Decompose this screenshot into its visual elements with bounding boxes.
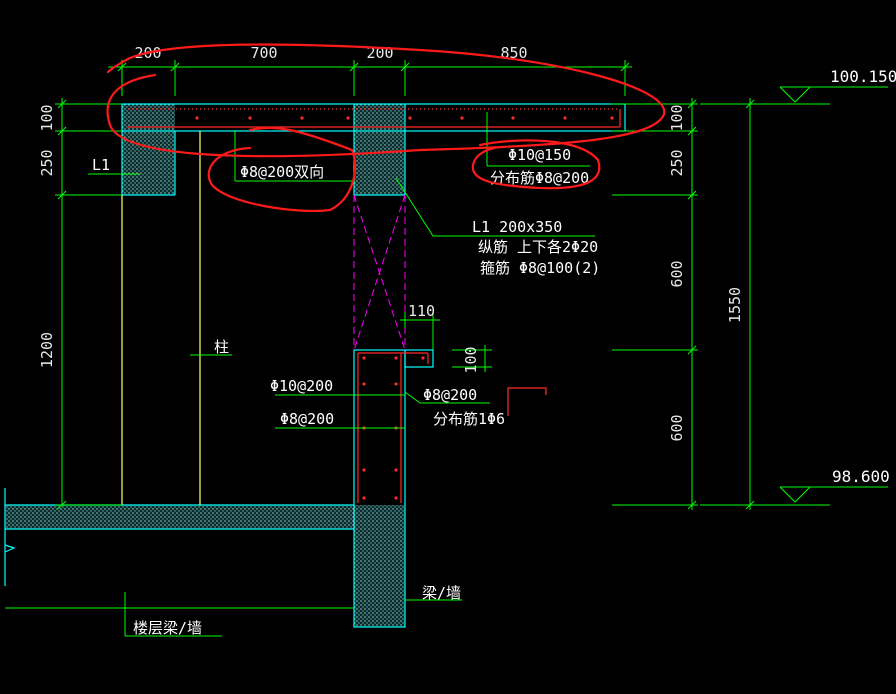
- concrete-hatch: [5, 104, 405, 627]
- elevation-top: 100.150: [830, 67, 896, 86]
- label-ledge-dist: 分布筋1Φ6: [433, 410, 505, 428]
- dim-right-1550: 1550: [726, 287, 744, 323]
- dim-right-100: 100: [668, 104, 686, 131]
- label-beam-stirrup: 箍筋 Φ8@100(2): [480, 259, 600, 277]
- markup-top-ellipse: [106, 43, 666, 158]
- label-beam-name: L1 200x350: [472, 218, 562, 236]
- ledge-outline: [404, 349, 434, 368]
- dim-right-250: 250: [668, 149, 686, 176]
- label-wall-h2: Φ8@200: [280, 410, 334, 428]
- dim-ledge-110: 110: [408, 302, 435, 320]
- dim-text-small: 110 100: [408, 302, 480, 374]
- slab-beam-top-outline: [121, 103, 626, 132]
- dim-right-600a: 600: [668, 260, 686, 287]
- dim-text-left: 100 250 1200: [38, 104, 56, 368]
- dim-ledge-100: 100: [462, 346, 480, 373]
- elevation-bottom: 98.600: [832, 467, 890, 486]
- label-floor-beam: 楼层梁/墙: [133, 619, 202, 637]
- dim-left-1200: 1200: [38, 332, 56, 368]
- markup-cantilever-rebar: [471, 139, 601, 190]
- rebar-dots: [195, 116, 614, 500]
- dim-text-right: 100 250 600 1550 600: [668, 104, 744, 441]
- dim-left-250: 250: [38, 149, 56, 176]
- red-markup-circles: [106, 43, 666, 213]
- label-cantilever-main: Φ10@150: [508, 146, 571, 164]
- label-l1: L1: [92, 156, 110, 174]
- column-lines: [121, 131, 201, 505]
- label-cantilever-dist: 分布筋Φ8@200: [490, 169, 589, 187]
- annotation-labels: L1 柱 Φ8@200双向 Φ10@150 分布筋Φ8@200 L1 200x3…: [92, 146, 600, 637]
- dim-top-700: 700: [250, 44, 277, 62]
- label-slab-rebar: Φ8@200双向: [240, 163, 324, 181]
- label-column: 柱: [214, 338, 229, 356]
- label-wall-h1: Φ10@200: [270, 377, 333, 395]
- dim-right-600b: 600: [668, 414, 686, 441]
- markup-slab-rebar: [207, 126, 357, 213]
- label-beam-wall: 梁/墙: [422, 584, 461, 602]
- label-beam-long: 纵筋 上下各2Φ20: [478, 238, 598, 256]
- label-ledge-main: Φ8@200: [423, 386, 477, 404]
- elevation-text: 100.150 98.600: [830, 67, 896, 486]
- lower-wall-outline: [353, 349, 406, 628]
- beam-x-bracing: [353, 194, 406, 351]
- dimension-lines: [5, 60, 888, 637]
- dim-left-100: 100: [38, 104, 56, 131]
